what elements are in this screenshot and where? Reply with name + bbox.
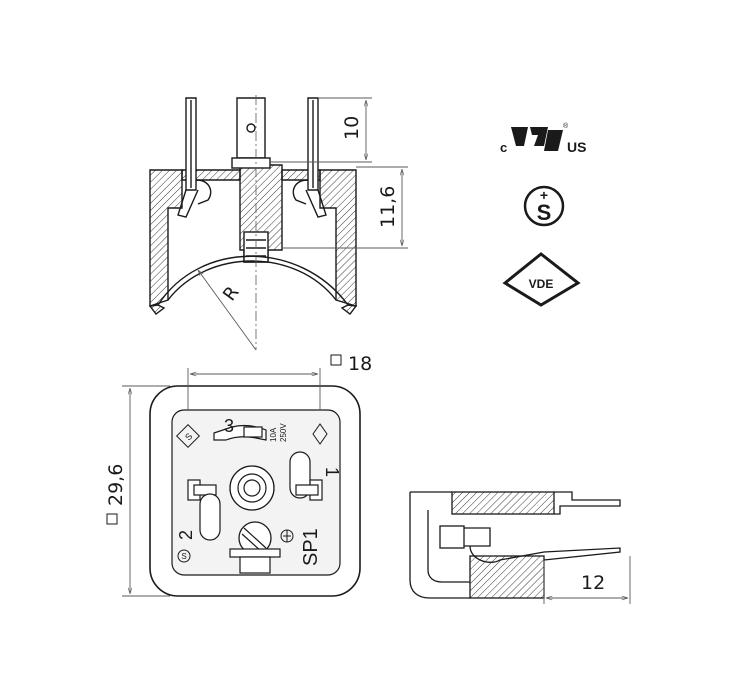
cable-arc-outer (157, 255, 349, 306)
s-mark-bottom-icon: S (177, 549, 191, 563)
svg-text:c: c (500, 140, 507, 155)
side-screw (439, 525, 465, 549)
rating-line2: 250V (279, 423, 288, 442)
front-view: 3 2 1 S 10A 250V (149, 385, 361, 597)
pin-1-label: 1 (322, 467, 342, 477)
housing-left-wall (149, 169, 183, 307)
model-code: SP1 (300, 528, 322, 566)
ground-icon (280, 529, 294, 543)
dim-overall-size-label: 29,6 (105, 464, 127, 506)
cable-arc-inner (167, 260, 337, 301)
side-view (409, 491, 621, 599)
vde-small-icon (312, 423, 328, 445)
side-outer (409, 492, 470, 599)
section-view (148, 95, 358, 350)
right-clip (292, 179, 309, 205)
dim-square-width (187, 368, 321, 410)
svg-text:S: S (181, 552, 186, 561)
svg-text:VDE: VDE (529, 277, 554, 291)
dim-square-width-text: 18 (330, 353, 372, 375)
contact-2-slot (199, 493, 221, 541)
rating-line1: 10A (269, 427, 278, 442)
center-pin (236, 97, 266, 159)
svg-text:US: US (567, 139, 586, 155)
dim-body-depth-label: 11,6 (377, 186, 399, 228)
s-mark-icon: + S (523, 185, 565, 227)
dim-pin-height-label: 10 (341, 116, 363, 140)
svg-text:S: S (183, 431, 194, 442)
svg-text:S: S (537, 200, 552, 225)
ul-recognized-icon: c ® US (500, 122, 586, 155)
dim-side-depth-label: 12 (581, 572, 605, 594)
dim-side-depth (543, 556, 631, 604)
side-inner (427, 510, 470, 583)
radius-dimension: R (198, 270, 257, 351)
side-bottom-hatch (469, 555, 545, 599)
vde-mark-icon: VDE (502, 252, 581, 307)
dim-body-depth (282, 166, 408, 249)
radius-label: R (219, 282, 243, 304)
pin-3-label: 3 (224, 416, 234, 436)
dim-overall-size-text: 29,6 (105, 464, 127, 525)
dim-pin-height (270, 97, 372, 163)
housing-right-wall (319, 169, 357, 307)
outer-housing (149, 385, 361, 597)
pin-2-label: 2 (176, 530, 196, 540)
left-clip (195, 179, 212, 205)
s-mark-small-icon: S (175, 423, 201, 449)
side-top-hatch (451, 491, 555, 515)
svg-text:®: ® (563, 122, 569, 130)
dim-overall-size (122, 385, 170, 597)
dim-square-width-label: 18 (348, 353, 372, 375)
svg-text:+: + (540, 187, 548, 203)
